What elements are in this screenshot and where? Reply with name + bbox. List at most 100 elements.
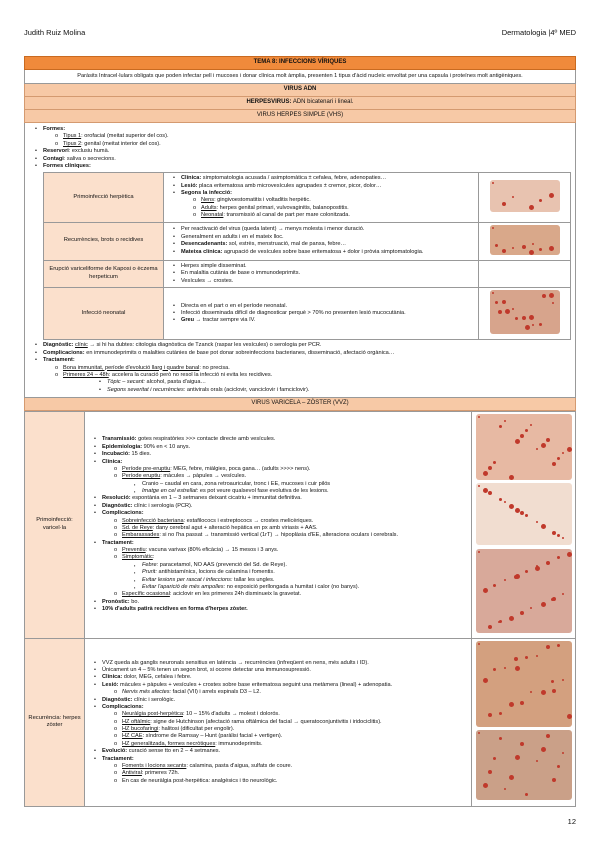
lesion-mark [508, 775, 514, 781]
list-item: Diagnòstic: clínic i serologia (PCR). [94, 503, 468, 511]
page-title: TEMA 8: INFECCIONS VÍRIQUES [24, 56, 576, 70]
list-item: HZ bucofaringi: halitosi (dificultat per… [114, 726, 468, 734]
lesion-mark [513, 574, 518, 579]
lesion-mark [514, 666, 520, 672]
lesion-mark [566, 446, 572, 452]
list-item: Nervis més afectes: facial (VII) i arrel… [114, 689, 468, 697]
table-row: Primoinfecció: varicel·la Transmissió: go… [24, 410, 576, 640]
lesion-mark [492, 583, 496, 587]
list-item: Bona immunitat, període d'evolució llarg… [55, 365, 571, 373]
lesion-mark [548, 293, 554, 298]
row-label: Infecció neonatal [43, 286, 164, 341]
list-item: Específic ocasional: aciclovir en les pr… [114, 591, 468, 599]
page-number: 12 [567, 817, 576, 826]
lesion-mark [556, 644, 560, 648]
lesion-mark [550, 597, 554, 601]
list-item: Herpes simple disseminat. [173, 263, 475, 271]
list-item: Transmissió: gotes respiratòries >>> con… [94, 436, 468, 444]
lesion-mark [491, 226, 494, 229]
lesion-mark [524, 428, 528, 432]
lesion-mark [524, 569, 528, 573]
lesion-mark [498, 498, 502, 502]
list-item: Simptomàtic: [114, 554, 468, 562]
list-item: Febre: paracetamol, NO AAS (prevenció de… [134, 562, 468, 569]
list-item: Diagnòstic: clínic → si hi ha dubtes: ci… [35, 342, 571, 350]
lesion-mark [477, 643, 480, 646]
list-item: Primeres 24 – 48h: accelera la curació p… [55, 372, 571, 380]
lesion-mark [535, 760, 538, 763]
lesion-mark [498, 619, 502, 623]
lesion-mark [487, 770, 492, 775]
lesion-mark [513, 657, 518, 662]
list-item: Evitar lesions per rascat i infeccions: … [134, 577, 468, 584]
list-item: Sd. de Reye: dany cerebral agut + altera… [114, 525, 468, 533]
list-item: Clínica: [94, 459, 468, 467]
table-row: Recurrències, brots o recidivesPer react… [43, 221, 571, 261]
lesion-mark [511, 195, 514, 198]
lesion-mark [503, 667, 506, 670]
lesion-mark [561, 451, 564, 454]
lesion-mark [524, 656, 528, 660]
lesion-mark [482, 678, 488, 684]
lesion-mark [538, 198, 542, 202]
lesion-mark [548, 245, 554, 251]
lesion-mark [538, 247, 542, 251]
herpesvirus-line: HERPESVIRUS: ADN bicatenari i lineal. [24, 97, 576, 111]
lesion-mark [491, 292, 494, 294]
list-item: Greu → tractar sempre via IV. [173, 317, 475, 325]
lesion-mark [529, 423, 532, 426]
list-item: Incubació: 15 dies. [94, 451, 468, 459]
lesion-mark [494, 243, 498, 247]
lesion-mark [540, 442, 546, 448]
list-item: Per reactivació del virus (queda latent)… [173, 226, 475, 234]
lesion-mark [498, 737, 502, 741]
list-item: Nens: gingivoestomatitis i voltaditis he… [193, 197, 475, 205]
lesion-mark [535, 447, 538, 450]
lesion-mark [535, 655, 538, 658]
lesion-mark [561, 537, 564, 540]
lesion-mark [519, 433, 524, 438]
author: Judith Ruiz Molina [24, 28, 86, 37]
lesion-mark [551, 596, 556, 601]
list-item: Tractament: [94, 540, 468, 548]
clinical-photo [489, 179, 560, 212]
list-item: Complicacions: en immunodeprimits o mala… [35, 350, 571, 358]
table-row: Infecció neonatalDirecta en el part o en… [43, 286, 571, 341]
list-item: Antiviral: primeres 72h. [114, 770, 468, 778]
row-label: Primoinfecció: varicel·la [24, 410, 85, 640]
lesion-mark [503, 501, 506, 504]
list-item: Clínica: simptomatologia acusada / asimp… [173, 175, 475, 183]
lesion-mark [540, 690, 546, 696]
list-item: Mateixa clínica: agrupació de vesícules … [173, 249, 475, 257]
vhs-forms-table: Primoinfecció herpèticaClínica: simptoma… [43, 172, 571, 341]
list-item: HZ oftàlmic: signe de Hutchinson (afecta… [114, 719, 468, 727]
lesion-mark [531, 242, 534, 245]
lesion-mark [556, 456, 560, 460]
list-item: VVZ queda als ganglis neuronals sensitiu… [94, 660, 468, 668]
lesion-mark [482, 587, 488, 593]
table-row: Primoinfecció herpèticaClínica: simptoma… [43, 172, 571, 223]
lesion-mark [540, 747, 546, 753]
list-item: Període eruptiu: màcules → pàpules → ves… [114, 473, 468, 481]
list-item: HZ CAE: síndrome de Ramsay – Hunt (paràl… [114, 733, 468, 741]
list-item: Neuràlgia post-herpètica: 10 – 15% d'adu… [114, 711, 468, 719]
clinical-photo [489, 290, 560, 334]
list-item: Lesió: màcules + pàpules + vesícules + c… [94, 682, 468, 690]
lesion-mark [487, 624, 492, 629]
lesion-mark [521, 316, 526, 320]
lesion-mark [551, 778, 556, 783]
list-item: Foments i locions secants: calamina, pas… [114, 763, 468, 771]
lesion-mark [501, 248, 506, 253]
course: Dermatologia |4º MED [501, 28, 576, 37]
lesion-mark [556, 534, 560, 538]
lesion-mark [545, 645, 550, 650]
list-item: Neonatal: transmissió al canal de part p… [193, 212, 475, 220]
lesion-mark [521, 244, 526, 249]
lesion-mark [545, 560, 550, 565]
section-vvz: VIRUS VARICELA – ZÒSTER (VVZ) [24, 398, 576, 411]
list-item: Període pre-eruptiu: MEG, febre, miàlgie… [114, 466, 468, 474]
lesion-mark [524, 793, 528, 797]
lesion-mark [511, 246, 514, 249]
list-item: Prurit: antihistamínics, locions de cala… [134, 569, 468, 576]
list-item: Desencadenants: sol, estrès, menstruació… [173, 241, 475, 249]
